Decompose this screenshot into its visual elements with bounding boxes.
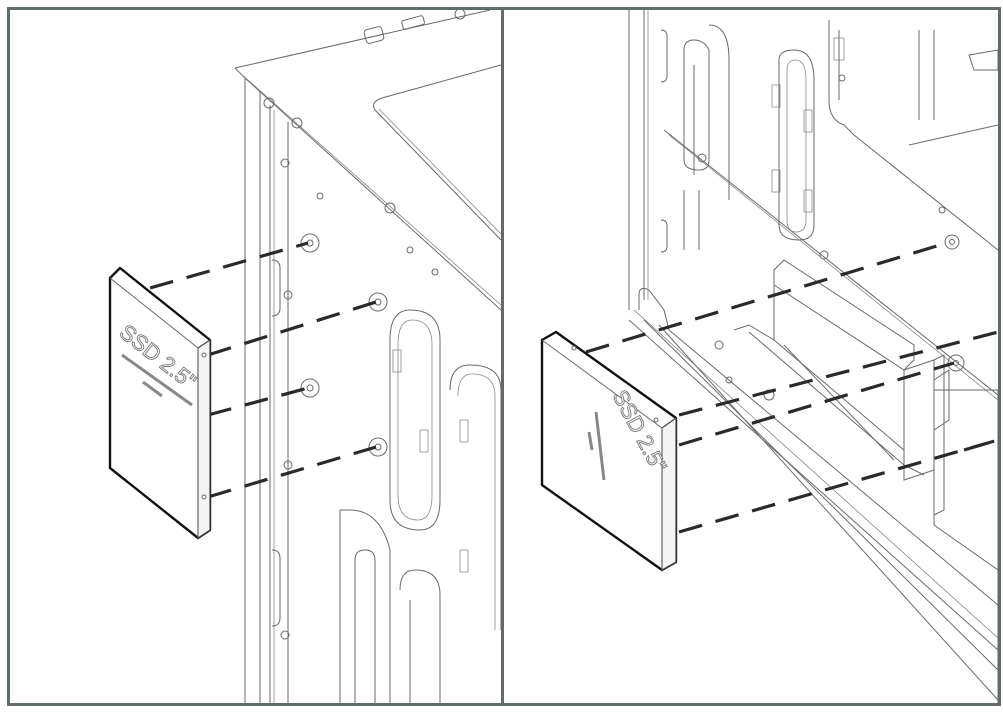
audio-jack-icon [454, 10, 466, 20]
alignment-line-1 [149, 241, 309, 290]
hole [384, 202, 396, 214]
floor-rail-4 [658, 324, 998, 701]
cable-tie-mount [778, 49, 815, 241]
drive-bracket-illustration: SSD 2.5" [540, 10, 998, 703]
floor-rail [638, 287, 998, 606]
hole [725, 376, 733, 384]
alignment-line-4 [678, 438, 998, 534]
ssd-drive-right: SSD 2.5" [540, 330, 678, 572]
panel-left-side-mount: SSD 2.5" [10, 10, 501, 703]
alignment-line-3 [678, 361, 998, 452]
cable-tie-mount-inner [397, 319, 433, 521]
bracket-base [733, 324, 775, 341]
hole [819, 250, 829, 260]
tray-rail [663, 129, 998, 396]
cable-tie-mount-3 [399, 569, 441, 703]
ssd-drive-left: SSD 2.5" [108, 266, 212, 540]
vent-slots [918, 30, 935, 120]
cage-panel [934, 389, 998, 703]
floor-rail-3 [643, 319, 998, 671]
cutout [660, 219, 668, 253]
standoff-1 [944, 234, 960, 250]
cutout [271, 259, 281, 317]
alignment-line-4 [207, 445, 377, 499]
clip [803, 109, 813, 133]
clip [771, 169, 781, 193]
alignment-line-1 [585, 240, 951, 354]
hole [316, 192, 324, 200]
case-top-bevel [238, 71, 501, 306]
cutout [271, 549, 281, 627]
hole [283, 290, 293, 300]
drive-cage-edge [828, 20, 998, 251]
ssd-bracket-face [773, 285, 905, 452]
diagram-frame: SSD 2.5" [7, 7, 1001, 706]
cage-floor-edge [908, 124, 998, 146]
floor-rail-2-inner [633, 309, 998, 639]
floor-rail-2 [628, 319, 998, 651]
ssd-sublabel-bar-2 [142, 380, 163, 398]
hole [280, 158, 290, 168]
cage-tab [968, 49, 998, 71]
case-side-illustration: SSD 2.5" [108, 10, 501, 703]
cutout [660, 29, 668, 83]
top-window-inner [378, 108, 501, 235]
hole [838, 74, 846, 82]
hole [938, 206, 946, 214]
cable-tie-mount-2 [449, 364, 501, 630]
top-window-edge [373, 64, 501, 111]
panel-right-bracket-mount: SSD 2.5" [504, 10, 998, 703]
usb-port-icon [401, 15, 425, 30]
bracket-base-rail [748, 331, 925, 476]
cable-tie-mount-2-inner [457, 373, 496, 630]
hole [291, 117, 303, 129]
clip [392, 349, 402, 373]
panel-divider [501, 10, 504, 703]
bracket-tab [933, 369, 950, 431]
bracket-end [933, 354, 945, 516]
cutout-large [340, 509, 391, 703]
clip [419, 429, 429, 453]
alignment-line-3 [207, 386, 309, 417]
slot [683, 39, 710, 171]
hole [283, 460, 293, 470]
clip [459, 419, 469, 443]
clip [833, 37, 845, 61]
clip [803, 189, 813, 213]
ssd-sublabel-bar [121, 353, 193, 407]
hole [431, 268, 439, 276]
alignment-line-2 [207, 300, 377, 357]
clip [771, 84, 781, 108]
cutout-edge [708, 24, 730, 200]
ssd-sublabel-bar-2 [587, 431, 594, 451]
slot [354, 549, 376, 703]
alignment-line-2 [678, 330, 998, 417]
hole [697, 153, 707, 163]
ssd-sublabel-bar [594, 411, 606, 481]
power-button-icon [363, 26, 385, 44]
standoff-3 [300, 378, 320, 398]
slots-lower [683, 190, 700, 250]
cable-tie-mount [389, 309, 441, 531]
top-window-side [374, 109, 501, 241]
case-top-edge [234, 10, 491, 69]
clip [459, 549, 469, 573]
hole [714, 340, 724, 350]
cable-tie-mount-inner [786, 59, 807, 233]
hole [406, 246, 414, 254]
hole [263, 97, 275, 109]
cage-panel-edge [933, 390, 998, 571]
hole [280, 630, 290, 640]
